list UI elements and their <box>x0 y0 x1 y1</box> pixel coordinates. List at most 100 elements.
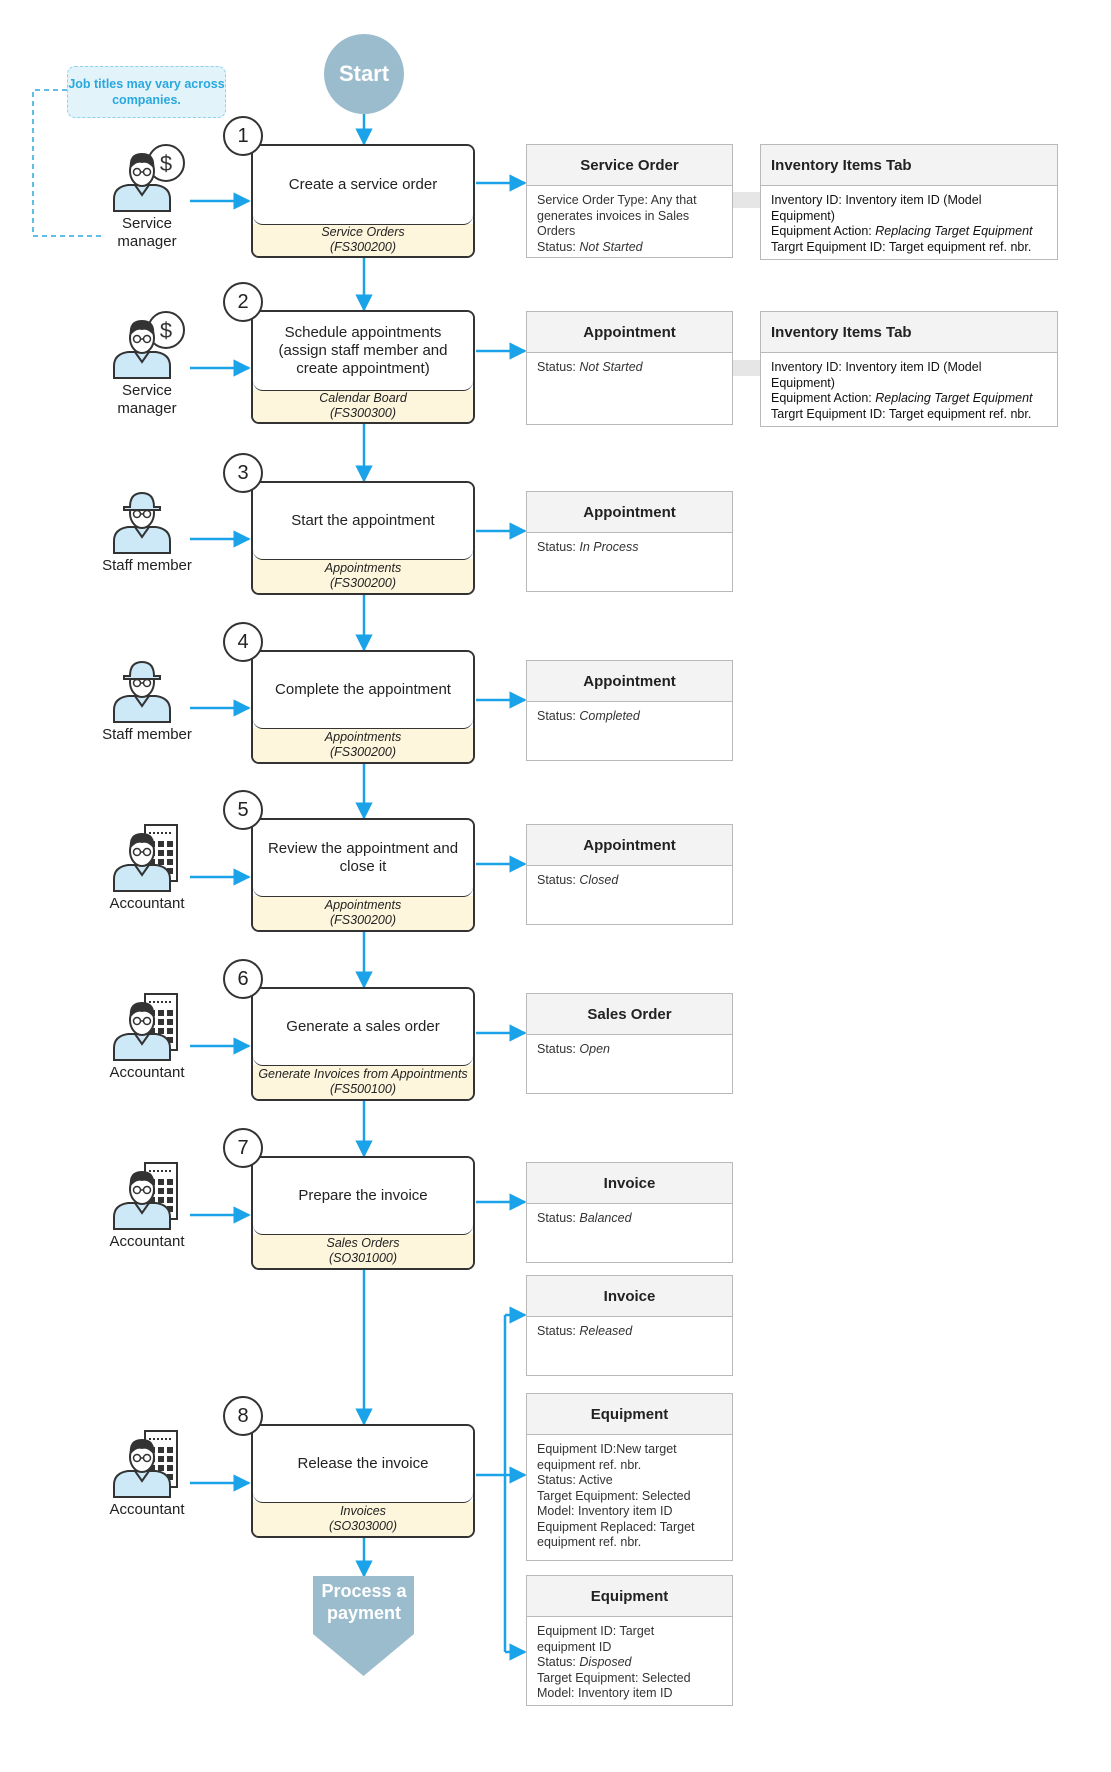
field-label: Equipment ID:New target <box>537 1442 677 1456</box>
job-titles-note: Job titles may vary across companies. <box>67 66 226 118</box>
field-line: Equipment Action: Replacing Target Equip… <box>771 224 1047 240</box>
role-label: Staff member <box>102 726 192 743</box>
step-form-code: (SO301000) <box>328 1251 398 1265</box>
step-form-code: (FS300200) <box>329 745 396 759</box>
step-form-code: (FS300200) <box>329 576 396 590</box>
step-number: 1 <box>223 116 263 156</box>
role-figure: Accountant <box>87 992 207 1082</box>
step-box: Appointments(FS300200)Complete the appoi… <box>251 650 475 764</box>
role-label: Service manager <box>117 382 177 417</box>
field-label: Model: Inventory item ID <box>537 1504 673 1518</box>
role-figure: Staff member <box>87 654 207 744</box>
role-label: Service manager <box>117 215 177 250</box>
step-box: Generate Invoices from Appointments(FS50… <box>251 987 475 1101</box>
record-card-title: Equipment <box>527 1394 732 1435</box>
record-card-title: Inventory Items Tab <box>761 145 1057 186</box>
record-card-title: Invoice <box>527 1163 732 1204</box>
field-label: Status: <box>537 540 580 554</box>
field-line: Model: Inventory item ID <box>537 1686 722 1702</box>
field-line: Targrt Equipment ID: Target equipment re… <box>771 240 1047 256</box>
field-label: Status: <box>537 1655 580 1669</box>
field-value: Open <box>579 1042 610 1056</box>
field-label: Equipment) <box>771 375 835 390</box>
step-form-reference: Appointments(FS300200) <box>253 559 473 593</box>
field-value: Not Started <box>579 239 643 254</box>
field-line: Orders <box>537 224 722 240</box>
step-number: 6 <box>223 959 263 999</box>
step-form-name: Invoices <box>340 1504 386 1518</box>
step-box: Appointments(FS300200)Start the appointm… <box>251 481 475 595</box>
record-card-title: Sales Order <box>527 994 732 1035</box>
step-action: Release the invoice <box>253 1426 473 1503</box>
step-action: Prepare the invoice <box>253 1158 473 1235</box>
role-figure: Accountant <box>87 823 207 913</box>
end-label-line1: Process a <box>321 1581 407 1601</box>
record-card-title: Service Order <box>527 145 732 186</box>
field-line: Status: Closed <box>537 873 722 889</box>
field-label: Status: <box>537 709 580 723</box>
process-payment-end-node <box>313 1576 414 1676</box>
step-number: 8 <box>223 1396 263 1436</box>
role-label: Accountant <box>109 895 185 912</box>
step-form-code: (FS300200) <box>329 240 396 254</box>
field-label: Model: Inventory item ID <box>537 1686 673 1700</box>
field-label: Equipment ID: Target <box>537 1624 655 1638</box>
field-label: equipment ID <box>537 1639 612 1654</box>
accountant-icon <box>87 1161 207 1231</box>
field-value: Balanced <box>579 1211 632 1225</box>
service-manager-icon: $ <box>87 310 207 380</box>
field-value: Released <box>579 1324 633 1338</box>
start-node: Start <box>324 34 404 114</box>
field-value: Not Started <box>579 360 643 374</box>
field-line: Equipment Action: Replacing Target Equip… <box>771 391 1047 407</box>
accountant-icon <box>87 1429 207 1499</box>
field-line: Target Equipment: Selected <box>537 1489 722 1505</box>
field-label: Equipment Replaced: Target <box>537 1519 695 1534</box>
field-line: equipment ref. nbr. <box>537 1535 722 1551</box>
step-action: Schedule appointments (assign staff memb… <box>253 312 473 391</box>
field-line: Model: Inventory item ID <box>537 1504 722 1520</box>
record-card-fields: Status: Closed <box>527 866 732 889</box>
record-card-fields: Status: Open <box>527 1035 732 1058</box>
step-form-name: Appointments <box>324 898 402 912</box>
field-line: Status: Not Started <box>537 240 722 256</box>
field-value: Replacing Target Equipment <box>875 391 1033 405</box>
field-line: Status: Not Started <box>537 360 722 376</box>
field-line: Status: Disposed <box>537 1655 722 1671</box>
field-label: Inventory ID: Inventory item ID (Model <box>771 193 982 207</box>
record-card-title: Invoice <box>527 1276 732 1317</box>
step-action: Create a service order <box>253 146 473 225</box>
record-card-title: Inventory Items Tab <box>761 312 1057 353</box>
field-value: Disposed <box>579 1655 632 1669</box>
step-box: Service Orders(FS300200) Create a service… <box>251 144 475 258</box>
step-form-name: Service Orders <box>321 225 405 239</box>
step-form-name: Generate Invoices from Appointments <box>258 1067 468 1081</box>
svg-text:$: $ <box>160 318 172 343</box>
field-line: generates invoices in Sales <box>537 209 722 225</box>
step-action: Review the appointment and close it <box>253 820 473 897</box>
field-line: Equipment ID: Target <box>537 1624 722 1640</box>
field-label: Inventory ID: Inventory item ID (Model <box>771 360 982 374</box>
step-number: 4 <box>223 622 263 662</box>
role-label: Staff member <box>102 557 192 574</box>
field-label: Status: <box>537 239 580 254</box>
field-line: Status: Completed <box>537 709 722 725</box>
field-line: equipment ref. nbr. <box>537 1458 722 1474</box>
step-number: 7 <box>223 1128 263 1168</box>
field-line: Status: Balanced <box>537 1211 722 1227</box>
role-label: Accountant <box>109 1064 185 1081</box>
field-line: Targrt Equipment ID: Target equipment re… <box>771 407 1047 423</box>
step-form-reference: Invoices(SO303000) <box>253 1502 473 1536</box>
field-label: Equipment Action: <box>771 391 876 405</box>
role-figure: Staff member <box>87 485 207 575</box>
